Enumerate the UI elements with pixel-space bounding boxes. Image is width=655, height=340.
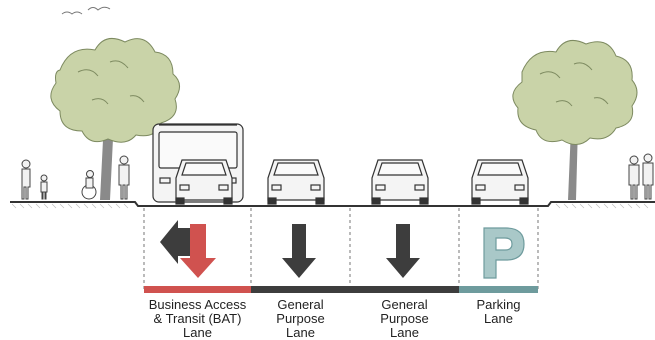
bat-turn-arrow-icon (160, 220, 216, 278)
lane-bar-general-2 (350, 286, 459, 293)
lane-bar-parking (459, 286, 538, 293)
car-general-lane-1-icon (267, 159, 325, 205)
pedestrians-left-icon (21, 155, 130, 200)
lane-label-bat: Business Access & Transit (BAT) Lane (148, 297, 247, 340)
parking-p-icon (483, 227, 525, 279)
tree-right-icon (512, 39, 638, 200)
down-arrow-icon (282, 224, 316, 278)
down-arrow-icon (386, 224, 420, 278)
sidewalk-hatching (11, 203, 649, 209)
tree-left-icon (50, 37, 180, 200)
lane-label-parking: Parking Lane (476, 297, 521, 326)
car-general-lane-2-icon (371, 159, 429, 205)
birds-icon (61, 6, 111, 15)
lane-label-general-1: General Purpose Lane (276, 297, 325, 340)
car-parking-lane-icon (471, 159, 529, 205)
pedestrians-right-icon (628, 153, 654, 200)
car-bat-lane-icon (175, 159, 233, 205)
ground-line (10, 201, 655, 207)
lane-dividers (143, 208, 539, 290)
lane-bar-bat (144, 286, 251, 293)
lane-label-general-2: General Purpose Lane (380, 297, 429, 340)
lane-bar-general-1 (251, 286, 350, 293)
